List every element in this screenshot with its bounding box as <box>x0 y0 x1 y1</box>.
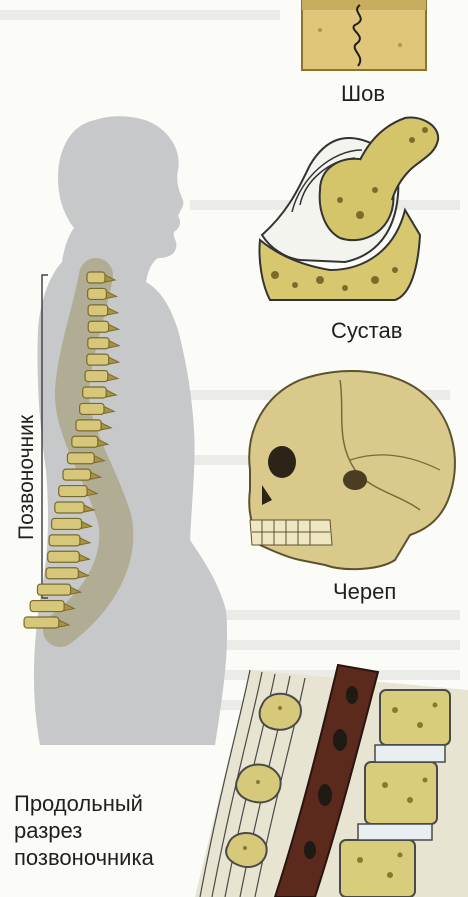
skull-illustration <box>249 371 455 569</box>
vertebra <box>88 288 107 299</box>
spine-section-label-line3: позвоночника <box>14 844 214 871</box>
vertebra <box>87 272 105 283</box>
vertebra <box>88 305 108 316</box>
vertebra <box>88 338 109 349</box>
joint-label: Сустав <box>331 320 402 342</box>
spine-label: Позвоночник <box>16 415 37 540</box>
vertebra <box>30 601 64 612</box>
vertebra <box>67 453 94 464</box>
vertebra <box>55 502 84 513</box>
vertebra <box>80 403 104 414</box>
vertebra <box>63 469 91 480</box>
spine-section-label-line2: разрез <box>14 817 214 844</box>
spine-section-illustration <box>195 665 468 897</box>
vertebra <box>76 420 101 431</box>
suture-illustration <box>302 0 426 70</box>
vertebra <box>52 518 82 529</box>
vertebra <box>37 584 70 595</box>
vertebra <box>49 535 80 546</box>
spine-section-label-line1: Продольный <box>14 790 214 817</box>
vertebra <box>59 486 87 497</box>
skull-label: Череп <box>333 581 396 603</box>
vertebra <box>46 568 78 579</box>
vertebra <box>24 617 59 628</box>
vertebra <box>48 551 80 562</box>
suture-label: Шов <box>341 83 385 105</box>
vertebra <box>87 354 109 365</box>
spine-section-label: Продольный разрез позвоночника <box>14 790 214 871</box>
vertebra <box>83 387 107 398</box>
spine-column <box>24 272 119 630</box>
vertebra <box>88 321 108 332</box>
vertebra <box>85 371 108 382</box>
vertebra <box>72 436 98 447</box>
